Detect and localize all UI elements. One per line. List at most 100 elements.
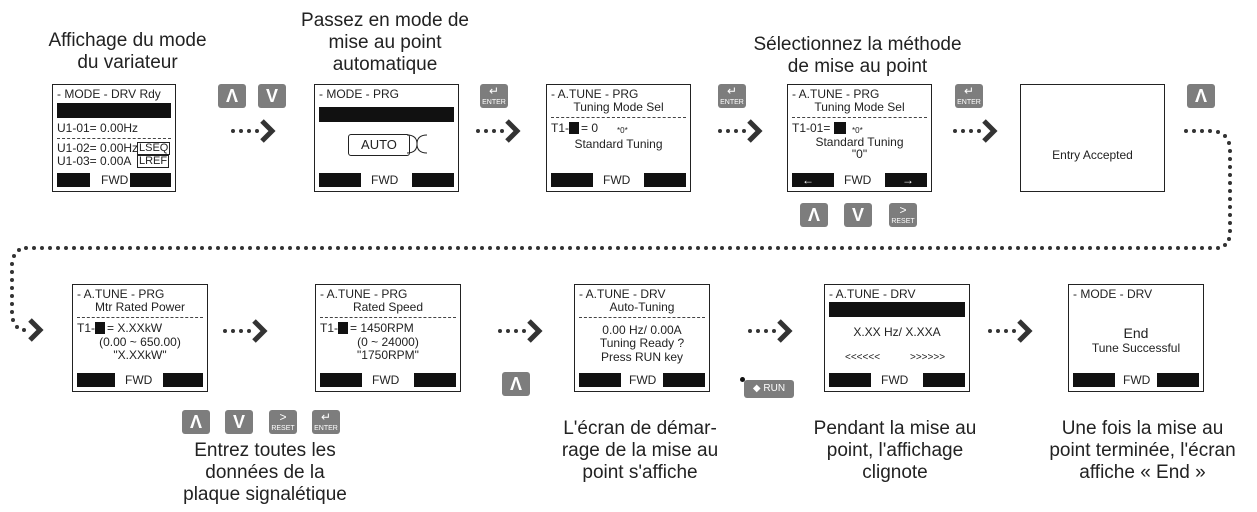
screen-title: - MODE - PRG	[319, 87, 399, 101]
screen-footer-right	[414, 373, 456, 387]
lcd-screen-tuning-mode-sel: - A.TUNE - PRG Tuning Mode Sel T1- = 0 *…	[546, 84, 691, 192]
down-key[interactable]: V	[258, 84, 286, 108]
lcd-screen-rated-speed: - A.TUNE - PRG Rated Speed T1- = 1450RPM…	[315, 284, 461, 392]
arrow-5	[223, 329, 251, 333]
run-key[interactable]: ◆ RUN	[744, 380, 794, 398]
screen-title: - A.TUNE - PRG	[792, 87, 880, 101]
screen-footer-label: FWD	[629, 373, 657, 387]
enter-key[interactable]: ↵ENTER	[955, 84, 983, 108]
screen-title: - MODE - DRV	[1073, 287, 1153, 301]
screen-subtitle: Tuning Mode Sel	[573, 100, 664, 114]
screen-footer-right	[1157, 373, 1199, 387]
caption-start-screen: L'écran de démar- rage de la mise au poi…	[545, 418, 735, 484]
screen-line: *0*	[617, 126, 628, 135]
caption-line: clignote	[862, 462, 928, 483]
caption-line: point s'affiche	[582, 462, 698, 483]
screen-footer-right	[923, 373, 965, 387]
screen-line: "0"	[851, 147, 868, 161]
screen-line: (0.00 ~ 650.00)	[99, 335, 181, 349]
auto-tab-curve-icon	[406, 134, 428, 154]
key-label: ENTER	[957, 99, 981, 106]
screen-divider	[579, 317, 705, 318]
auto-tab: AUTO	[348, 134, 410, 156]
screen-footer-right	[412, 173, 454, 187]
screen-subtitle: Mtr Rated Power	[94, 300, 186, 314]
caption-line: affiche « End »	[1079, 462, 1206, 483]
screen-subtitle: Tuning Mode Sel	[814, 100, 905, 114]
up-key[interactable]: Λ	[502, 372, 530, 396]
key-label: RESET	[891, 218, 915, 225]
enter-key[interactable]: ↵ENTER	[312, 410, 340, 434]
auto-label: AUTO	[361, 137, 397, 152]
screen-footer-left	[579, 373, 621, 387]
screen-footer-left	[792, 173, 834, 187]
screen-footer-label: FWD	[1123, 373, 1151, 387]
reset-symbol-icon: >	[899, 203, 907, 217]
enter-symbol-icon: ↵	[726, 84, 738, 98]
screen-title: - A.TUNE - PRG	[320, 287, 408, 301]
arrowhead-4	[982, 119, 998, 143]
up-key[interactable]: Λ	[218, 84, 246, 108]
screen-line: X.XX Hz/ X.XXA	[853, 325, 941, 339]
run-dot-icon	[740, 377, 745, 382]
up-key[interactable]: Λ	[182, 410, 210, 434]
caption-line: Entrez toutes les	[194, 440, 336, 461]
screen-footer-left	[77, 373, 115, 387]
cursor-block	[338, 322, 348, 334]
screen-footer-label: FWD	[372, 373, 400, 387]
screen-bar	[319, 107, 454, 122]
arrow-4	[953, 129, 981, 133]
screen-line: T1-	[77, 321, 95, 335]
screen-footer-right	[130, 173, 171, 187]
reset-key[interactable]: >RESET	[889, 203, 917, 227]
arrow-8	[988, 329, 1016, 333]
screen-line: "X.XXkW"	[113, 348, 167, 362]
lcd-screen-tune-successful: - MODE - DRV End Tune Successful FWD	[1068, 284, 1204, 392]
enter-key[interactable]: ↵ENTER	[480, 84, 508, 108]
screen-divider	[320, 317, 456, 318]
screen-footer-left	[319, 173, 361, 187]
screen-line: (0 ~ 24000)	[357, 335, 419, 349]
progress-left-icon: <<<<<<	[845, 352, 881, 363]
connector-dots	[10, 129, 1232, 332]
caption-line: Sélectionnez la méthode	[753, 34, 962, 55]
screen-line: Press RUN key	[600, 350, 683, 364]
screen-footer-right	[663, 373, 705, 387]
up-key[interactable]: Λ	[1187, 84, 1215, 108]
down-key[interactable]: V	[844, 203, 872, 227]
cursor-block	[569, 122, 579, 134]
enter-key[interactable]: ↵ENTER	[718, 84, 746, 108]
arrowhead-1	[260, 119, 276, 143]
screen-line: = X.XXkW	[107, 321, 163, 335]
screen-line: = 1450RPM	[350, 321, 414, 335]
screen-footer-label: FWD	[101, 173, 129, 187]
enter-symbol-icon: ↵	[963, 84, 975, 98]
screen-footer-left	[57, 173, 90, 187]
screen-subtitle: Auto-Tuning	[609, 300, 675, 314]
arrowhead-5	[252, 319, 268, 343]
screen-line: T1-	[320, 321, 338, 335]
progress-right-icon: >>>>>>	[910, 352, 946, 363]
left-arrow-icon: ←	[802, 173, 814, 187]
screen-line: = 0	[581, 121, 599, 135]
caption-line: Passez en mode de	[301, 10, 469, 31]
screen-line: U1-01= 0.00Hz	[57, 121, 139, 135]
caption-line: L'écran de démar-	[563, 418, 717, 439]
screen-line: "1750RPM"	[357, 348, 419, 362]
caption-enter-nameplate: Entrez toutes les données de la plaque s…	[170, 440, 360, 506]
lcd-screen-auto-mode: - MODE - PRG AUTO FWD	[314, 84, 459, 192]
reset-key[interactable]: >RESET	[269, 410, 297, 434]
screen-footer-left	[1073, 373, 1115, 387]
up-key[interactable]: Λ	[800, 203, 828, 227]
lcd-screen-tuning-method: - A.TUNE - PRG Tuning Mode Sel T1-01= *0…	[787, 84, 932, 192]
screen-line: Tune Successful	[1091, 341, 1181, 355]
screen-divider	[77, 317, 203, 318]
screen-line: U1-03= 0.00A	[57, 154, 132, 168]
screen-message: Entry Accepted	[1052, 148, 1133, 162]
down-key[interactable]: V	[225, 410, 253, 434]
screen-footer-label: FWD	[125, 373, 153, 387]
screen-line: T1-01=	[792, 121, 831, 135]
caption-line: point terminée, l'écran	[1049, 440, 1236, 461]
screen-bar	[829, 302, 965, 317]
